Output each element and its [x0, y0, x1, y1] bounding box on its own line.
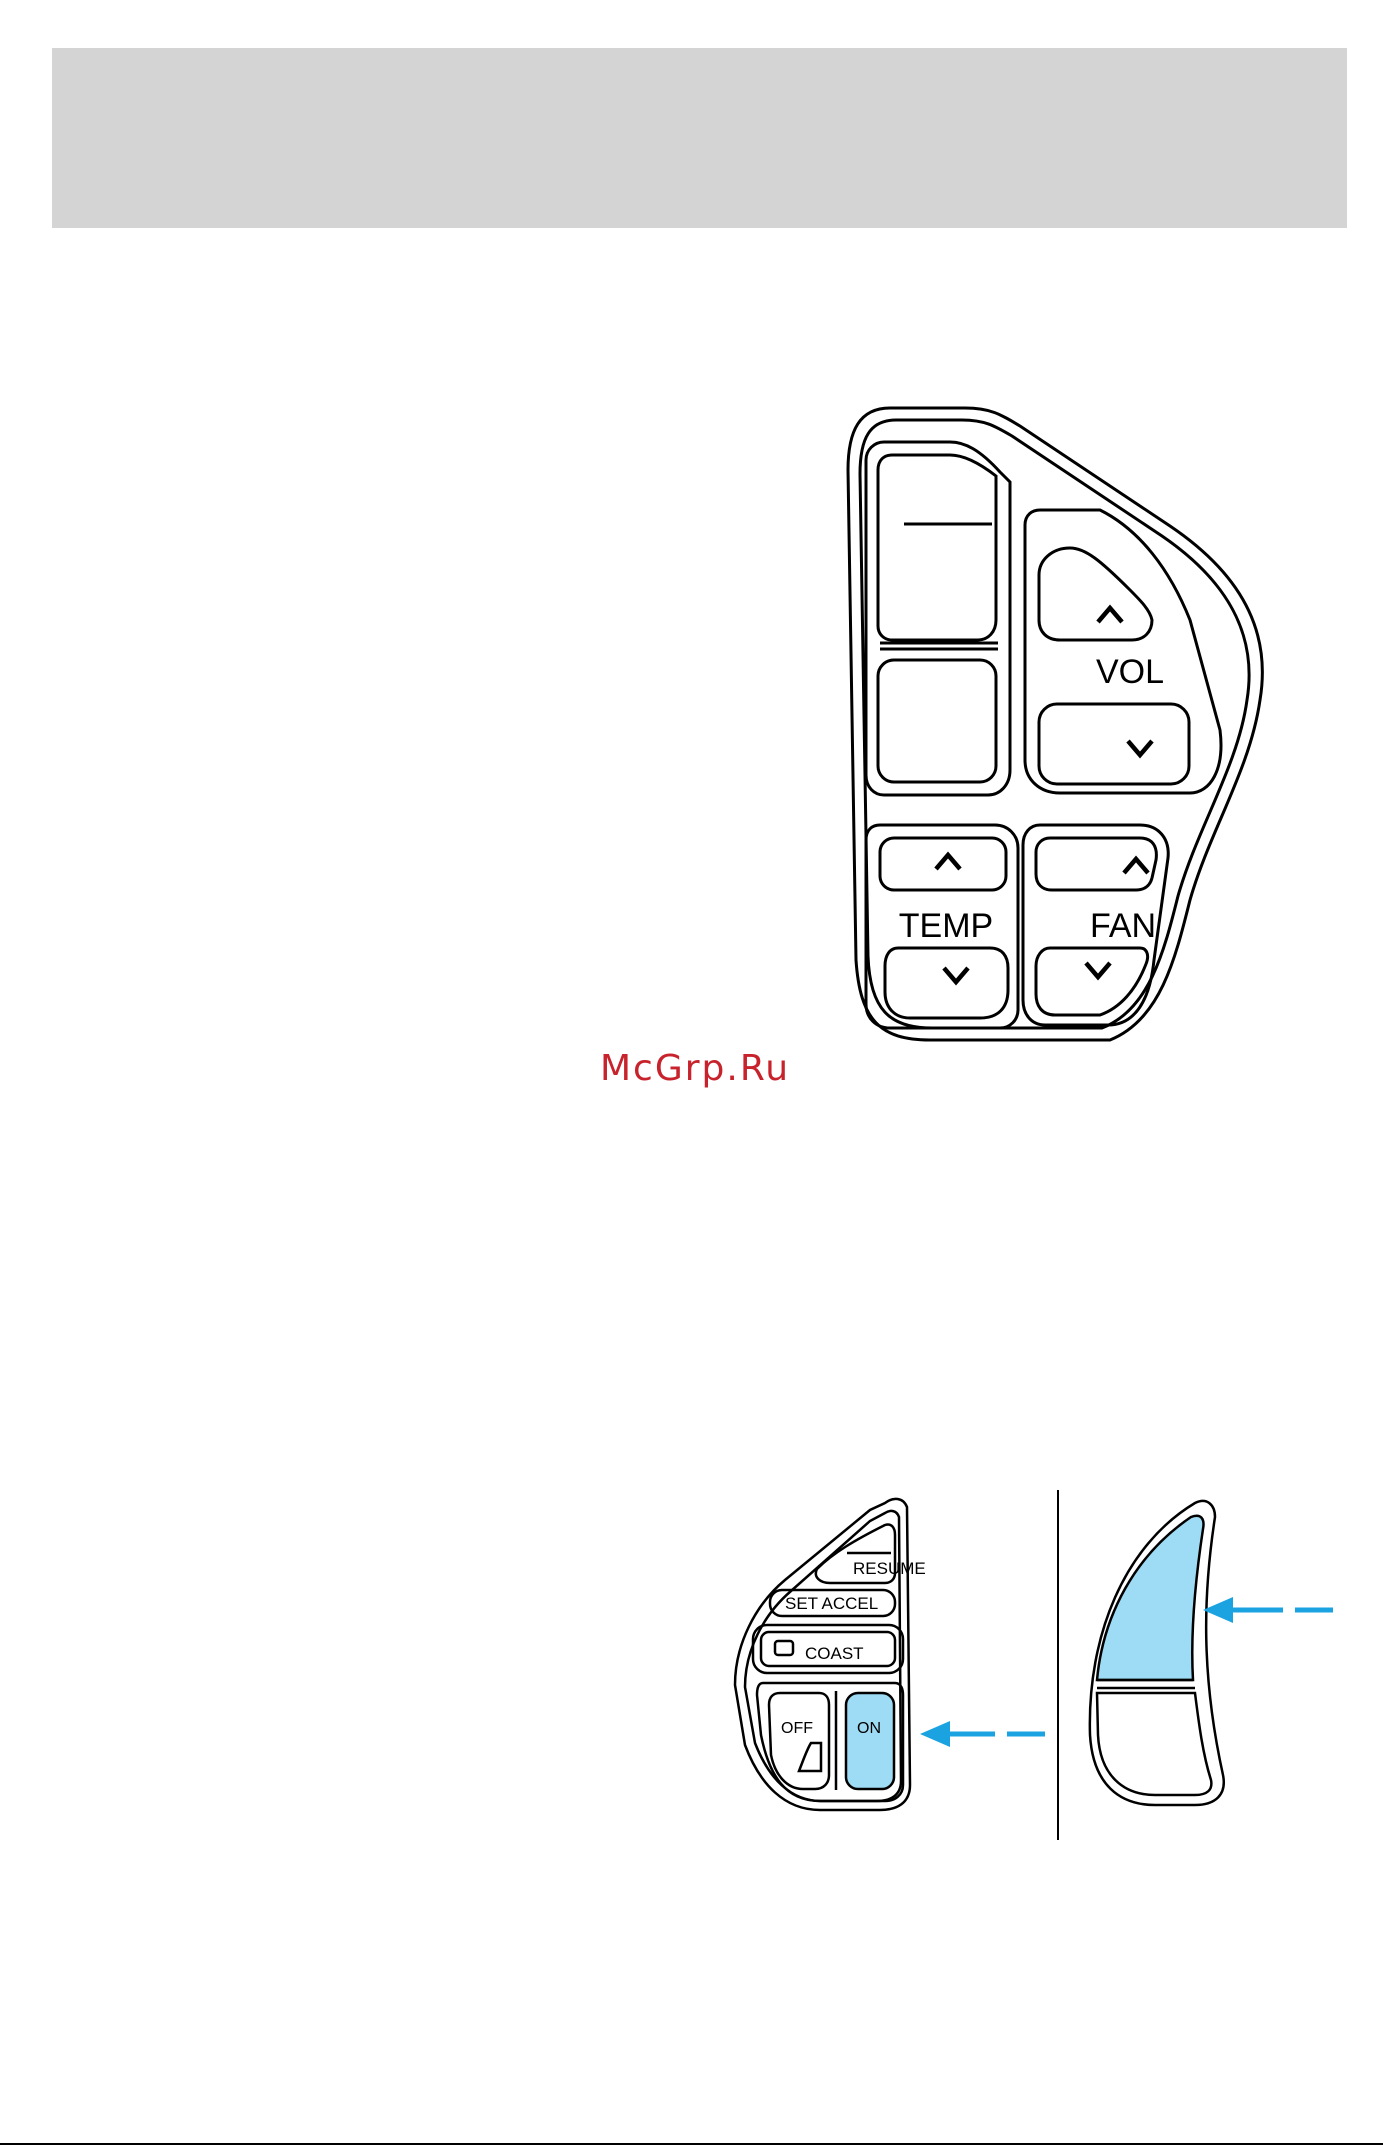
switch-side-view: [1090, 1501, 1224, 1805]
page-header-band: [52, 48, 1347, 228]
on-label: ON: [857, 1720, 881, 1737]
left-arrow-icon-2: [1203, 1597, 1333, 1623]
watermark-text: McGrp.Ru: [600, 1048, 790, 1089]
climate-audio-control-svg: VOL TEMP FAN: [840, 400, 1270, 1050]
set-accel-label: SET ACCEL: [785, 1594, 878, 1613]
cruise-control-illustration: RESUME SET ACCEL COAST OFF ON: [725, 1485, 1370, 1850]
temp-label: TEMP: [899, 907, 993, 945]
coast-label: COAST: [805, 1644, 864, 1663]
left-arrow-icon: [920, 1721, 1045, 1747]
bottom-rule: [0, 2143, 1383, 2145]
vol-label: VOL: [1096, 653, 1164, 691]
cruise-control-svg: RESUME SET ACCEL COAST OFF ON: [725, 1485, 1370, 1850]
resume-label: RESUME: [853, 1559, 926, 1578]
on-button-highlight: [846, 1693, 894, 1789]
off-label: OFF: [781, 1720, 813, 1737]
climate-audio-control-illustration: VOL TEMP FAN: [840, 400, 1270, 1050]
fan-label: FAN: [1090, 907, 1156, 945]
